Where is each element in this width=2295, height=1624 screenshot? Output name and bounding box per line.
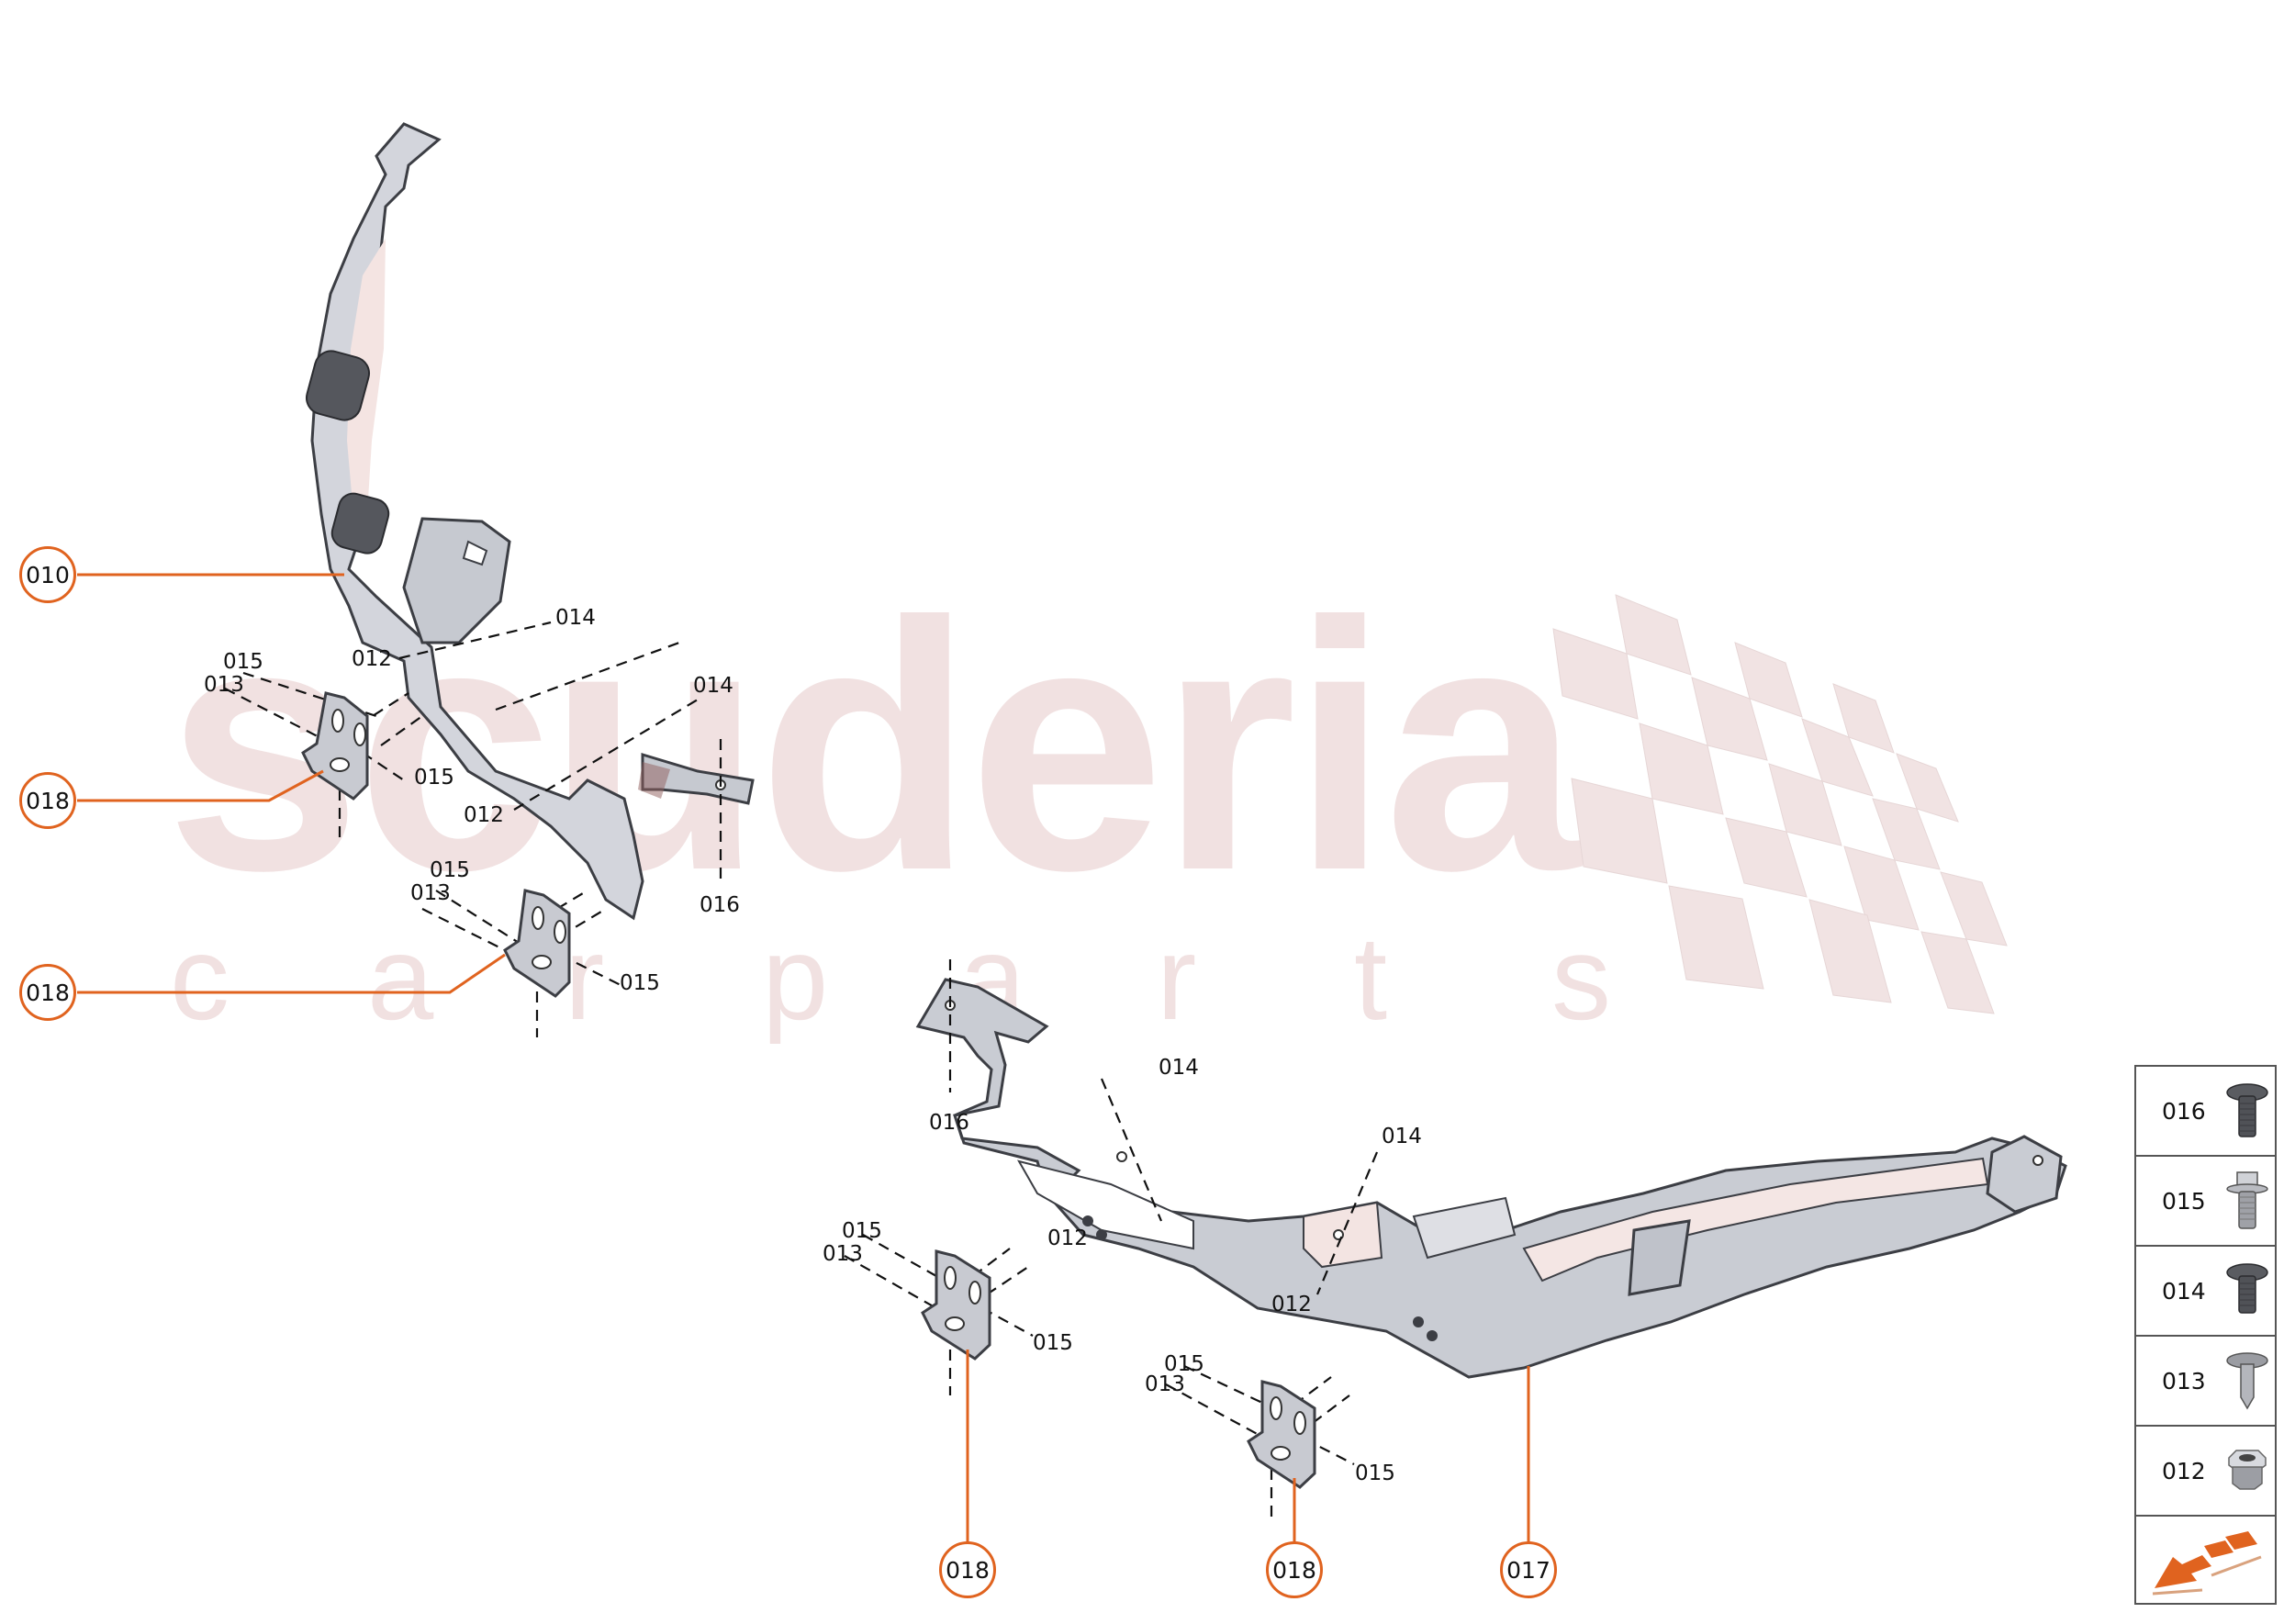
callout-018[interactable]: 018 [1266, 1541, 1323, 1598]
part-label: 012 [352, 647, 392, 671]
flange-nut-icon [2228, 1450, 2267, 1490]
part-label: 012 [1047, 1226, 1088, 1250]
hex-flange-bolt-icon [2226, 1171, 2268, 1229]
part-label: 015 [223, 650, 263, 674]
watermark-letter: p [762, 911, 829, 1045]
watermark-letter: s [1551, 911, 1611, 1045]
callout-010[interactable]: 010 [19, 546, 76, 603]
part-label: 015 [620, 971, 660, 995]
part-label: 015 [430, 858, 470, 882]
bracket-018-c [921, 1249, 991, 1361]
part-label: 016 [700, 893, 740, 917]
legend-row-015[interactable]: 015 [2136, 1157, 2275, 1247]
legend-row-012[interactable]: 012 [2136, 1427, 2275, 1517]
legend-row-014[interactable]: 014 [2136, 1247, 2275, 1337]
pan-head-screw-icon [2226, 1263, 2268, 1314]
part-label: 015 [842, 1219, 882, 1243]
part-label: 013 [823, 1242, 863, 1266]
legend-row-013[interactable]: 013 [2136, 1337, 2275, 1427]
watermark-letter: r [1157, 911, 1197, 1045]
part-label: 012 [464, 803, 504, 827]
part-label: 014 [693, 674, 733, 698]
bracket-018-b [503, 889, 571, 998]
part-label: 013 [1145, 1372, 1185, 1396]
part-label: 014 [1159, 1056, 1199, 1080]
legend-row-orientation [2136, 1517, 2275, 1603]
legend-code: 016 [2162, 1098, 2206, 1125]
pan-head-screw-icon [2226, 1083, 2268, 1137]
part-label: 014 [555, 606, 596, 630]
orientation-arrow-icon [2152, 1531, 2262, 1596]
callout-018[interactable]: 018 [19, 772, 76, 829]
fastener-legend: 016 015 014 013 [2134, 1065, 2277, 1605]
watermark-letter: c [170, 911, 230, 1045]
part-label: 015 [1355, 1462, 1395, 1485]
checkered-flag-icon [1552, 594, 2008, 1014]
part-label: 013 [410, 881, 451, 905]
callout-018[interactable]: 018 [19, 964, 76, 1021]
legend-code: 013 [2162, 1368, 2206, 1394]
watermark-letter: a [367, 911, 434, 1045]
part-label: 015 [1033, 1331, 1073, 1355]
part-label: 014 [1382, 1125, 1422, 1148]
callout-leader-lines [77, 573, 1530, 1542]
part-label: 015 [1164, 1352, 1204, 1376]
callout-017[interactable]: 017 [1500, 1541, 1557, 1598]
part-label: 015 [414, 766, 454, 790]
watermark-letter: t [1354, 911, 1388, 1045]
self-tapping-screw-icon [2226, 1352, 2268, 1410]
legend-row-016[interactable]: 016 [2136, 1067, 2275, 1157]
part-label: 016 [929, 1111, 969, 1135]
legend-code: 014 [2162, 1278, 2206, 1305]
part-label: 012 [1271, 1293, 1312, 1316]
part-label: 013 [204, 673, 244, 697]
part-017-lower-support [915, 978, 2067, 1379]
bracket-018-d [1247, 1380, 1316, 1489]
part-010-upper-support [306, 122, 755, 921]
legend-code: 015 [2162, 1188, 2206, 1215]
legend-code: 012 [2162, 1458, 2206, 1484]
callout-018[interactable]: 018 [939, 1541, 996, 1598]
bracket-018-a [301, 691, 369, 801]
watermark-letter: r [565, 911, 605, 1045]
